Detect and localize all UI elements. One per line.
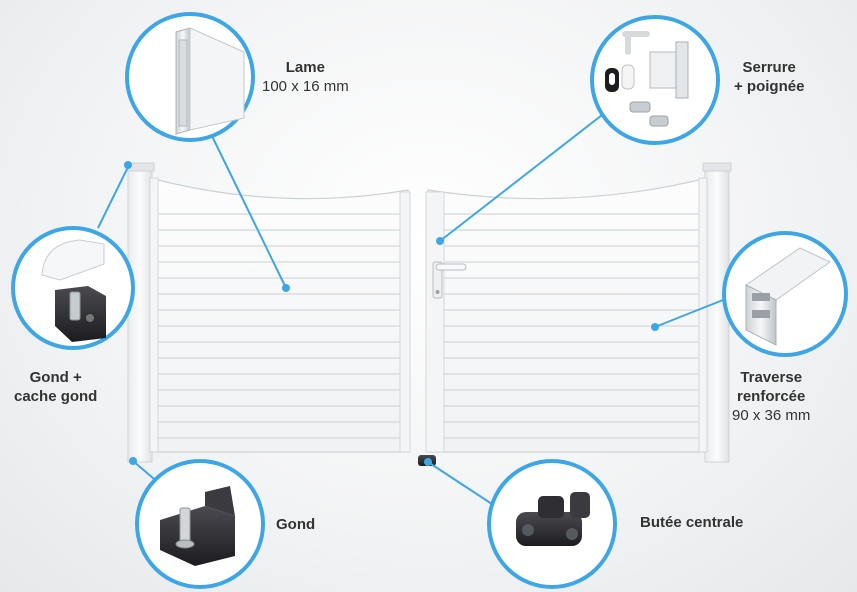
- dot-lame: [282, 284, 290, 292]
- callout-lame: [125, 12, 255, 142]
- lock-handle-icon: [605, 31, 689, 127]
- label-serrure-title2: + poignée: [734, 78, 805, 95]
- gate: [125, 162, 732, 466]
- label-gond-cache: Gond + cache gond: [14, 368, 97, 406]
- label-butee: Butée centrale: [640, 513, 743, 532]
- callout-serrure: [590, 15, 720, 145]
- callout-gond: [135, 459, 265, 589]
- label-lame: Lame 100 x 16 mm: [262, 58, 349, 96]
- label-lame-detail: 100 x 16 mm: [262, 78, 349, 95]
- right-post: [704, 167, 730, 463]
- label-gond-cache-title2: cache gond: [14, 388, 98, 405]
- label-traverse: Traverse renforcée 90 x 36 mm: [732, 368, 810, 425]
- leader-traverse: [654, 299, 724, 328]
- dot-gond-cache: [124, 161, 132, 169]
- leader-gond-cache: [97, 166, 129, 229]
- callout-traverse: [722, 231, 848, 357]
- label-gond: Gond: [276, 515, 315, 534]
- leader-lame: [211, 135, 287, 289]
- label-serrure-title: Serrure: [742, 59, 796, 76]
- left-leaf-slats: [158, 213, 400, 439]
- dot-traverse: [651, 323, 659, 331]
- label-butee-title: Butée centrale: [640, 514, 744, 531]
- label-serrure: Serrure + poignée: [734, 58, 804, 96]
- right-leaf-center-stile: [425, 191, 445, 453]
- right-leaf: [427, 177, 708, 453]
- gate-handle: [432, 261, 467, 299]
- hinge-cover-icon: [41, 239, 106, 342]
- leader-butee: [427, 461, 496, 507]
- label-lame-title: Lame: [285, 59, 325, 76]
- leader-dots: [124, 161, 659, 466]
- label-traverse-detail: 90 x 36 mm: [732, 407, 811, 424]
- dot-serrure: [436, 237, 444, 245]
- callout-gond-cache: [11, 226, 135, 350]
- crossbar-profile-icon: [745, 247, 831, 346]
- hinge-bracket-icon: [160, 486, 235, 566]
- left-leaf: [149, 177, 409, 453]
- central-stopper-icon: [516, 492, 590, 546]
- left-leaf-stile: [149, 177, 159, 453]
- label-gond-title: Gond: [276, 516, 316, 533]
- dot-butee: [424, 458, 432, 466]
- label-traverse-title: Traverse: [740, 369, 803, 386]
- leader-serrure: [439, 114, 603, 242]
- label-traverse-title2: renforcée: [737, 388, 806, 405]
- left-post: [127, 167, 153, 463]
- aluminium-slat-icon: [175, 27, 245, 135]
- dot-gond: [129, 457, 137, 465]
- label-gond-cache-title: Gond +: [29, 369, 82, 386]
- left-leaf-center-stile: [399, 191, 411, 453]
- right-post-cap: [702, 162, 732, 172]
- callout-butee: [487, 459, 617, 589]
- right-leaf-stile: [698, 177, 708, 453]
